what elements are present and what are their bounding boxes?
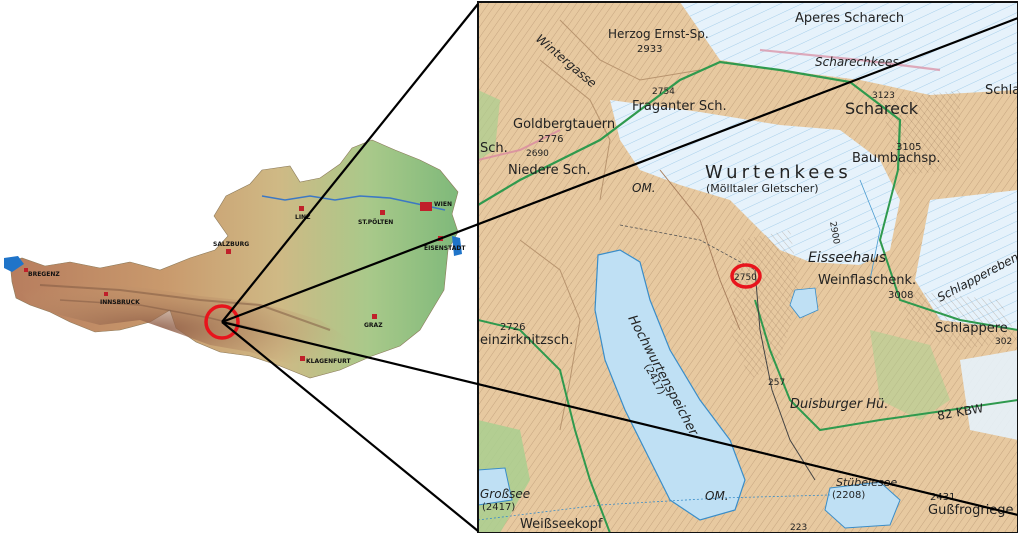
map-label: Gußfrogriege [928,503,1014,518]
city-label: KLAGENFURT [306,358,351,365]
city-salzburg: SALZBURG [213,241,249,254]
east-glacier [960,350,1018,440]
map-label: Schla [985,83,1018,98]
map-label: Eisseehaus [808,250,886,266]
map-label: 302 [995,337,1012,347]
map-label: 2933 [637,44,662,55]
city-label: INNSBRUCK [100,299,140,306]
map-label: Niedere Sch. [508,163,591,178]
city-graz: GRAZ [364,314,383,329]
map-label: Fraganter Sch. [632,99,727,114]
hochwurtenspeicher-lake [594,249,746,521]
map-label: Goldbergtauern [513,117,615,132]
map-label: Großsee [480,487,530,501]
map-label: Aperes Scharech [795,11,904,26]
map-label: (Mölltaler Gletscher) [706,182,819,195]
city-innsbruck: INNSBRUCK [100,292,140,306]
map-label: 2726 [500,322,525,333]
map-label: Sch. [480,141,508,156]
map-label: 2900 [827,221,841,246]
map-label: OM. [632,181,656,195]
detail-topographic-map: Aperes Scharech Herzog Ernst-Sp. 2933 Sc… [478,2,1018,533]
austria-overview-map: WIEN LINZ ST.PÖLTEN SALZBURG EISENSTADT … [4,139,466,379]
city-label: GRAZ [364,322,383,329]
city-label: BREGENZ [28,271,60,278]
map-label: 3123 [872,91,895,101]
city-label: SALZBURG [213,241,249,248]
map-label: Schlappere [935,321,1008,336]
map-label: Duisburger Hü. [790,397,888,412]
city-label: EISENSTADT [424,245,466,252]
city-bregenz: BREGENZ [24,268,60,278]
city-label: ST.PÖLTEN [358,219,393,226]
map-label: 3008 [888,290,913,301]
alpine-relief [20,278,350,364]
map-label: (2208) [832,490,865,501]
green-boundary-line [478,60,902,206]
grossee-lake [478,467,513,506]
danube-river [261,195,446,211]
map-label: 2750 [734,273,757,283]
location-marker-circle [730,263,762,289]
lake-constance [4,256,24,272]
map-label: 2690 [526,149,549,159]
map-label: OM. [705,489,729,503]
zoom-connector-lines [221,3,1018,532]
map-label: 2776 [538,134,563,145]
detail-map-frame [477,1,1018,533]
map-label: 2754 [652,87,675,97]
map-label: Scharechkees [815,55,899,69]
small-lake [789,287,819,319]
city-linz: LINZ [295,206,311,221]
city-label: LINZ [295,214,311,221]
neusiedl-lake [452,236,462,256]
map-label: Wurtenkees [705,162,852,183]
map-label: 223 [790,523,807,533]
city-st-poelten: ST.PÖLTEN [358,210,393,226]
map-label: (2417) [482,502,515,513]
city-wien: WIEN [420,201,452,211]
road-line [478,319,611,533]
map-label: 3105 [896,142,921,153]
city-label: WIEN [434,201,452,208]
map-label: einzirknitzsch. [480,333,573,348]
map-label: Weißseekopf [520,517,603,532]
map-label: Weinflaschenk. [818,273,916,288]
location-highlight-circle [204,304,240,340]
city-klagenfurt: KLAGENFURT [300,356,351,365]
map-label: Stübelesee [836,476,897,489]
map-label: 257 [768,378,785,388]
map-label: Baumbachsp. [852,151,941,166]
map-label: Schareck [845,99,919,118]
map-label: Herzog Ernst-Sp. [608,27,709,41]
